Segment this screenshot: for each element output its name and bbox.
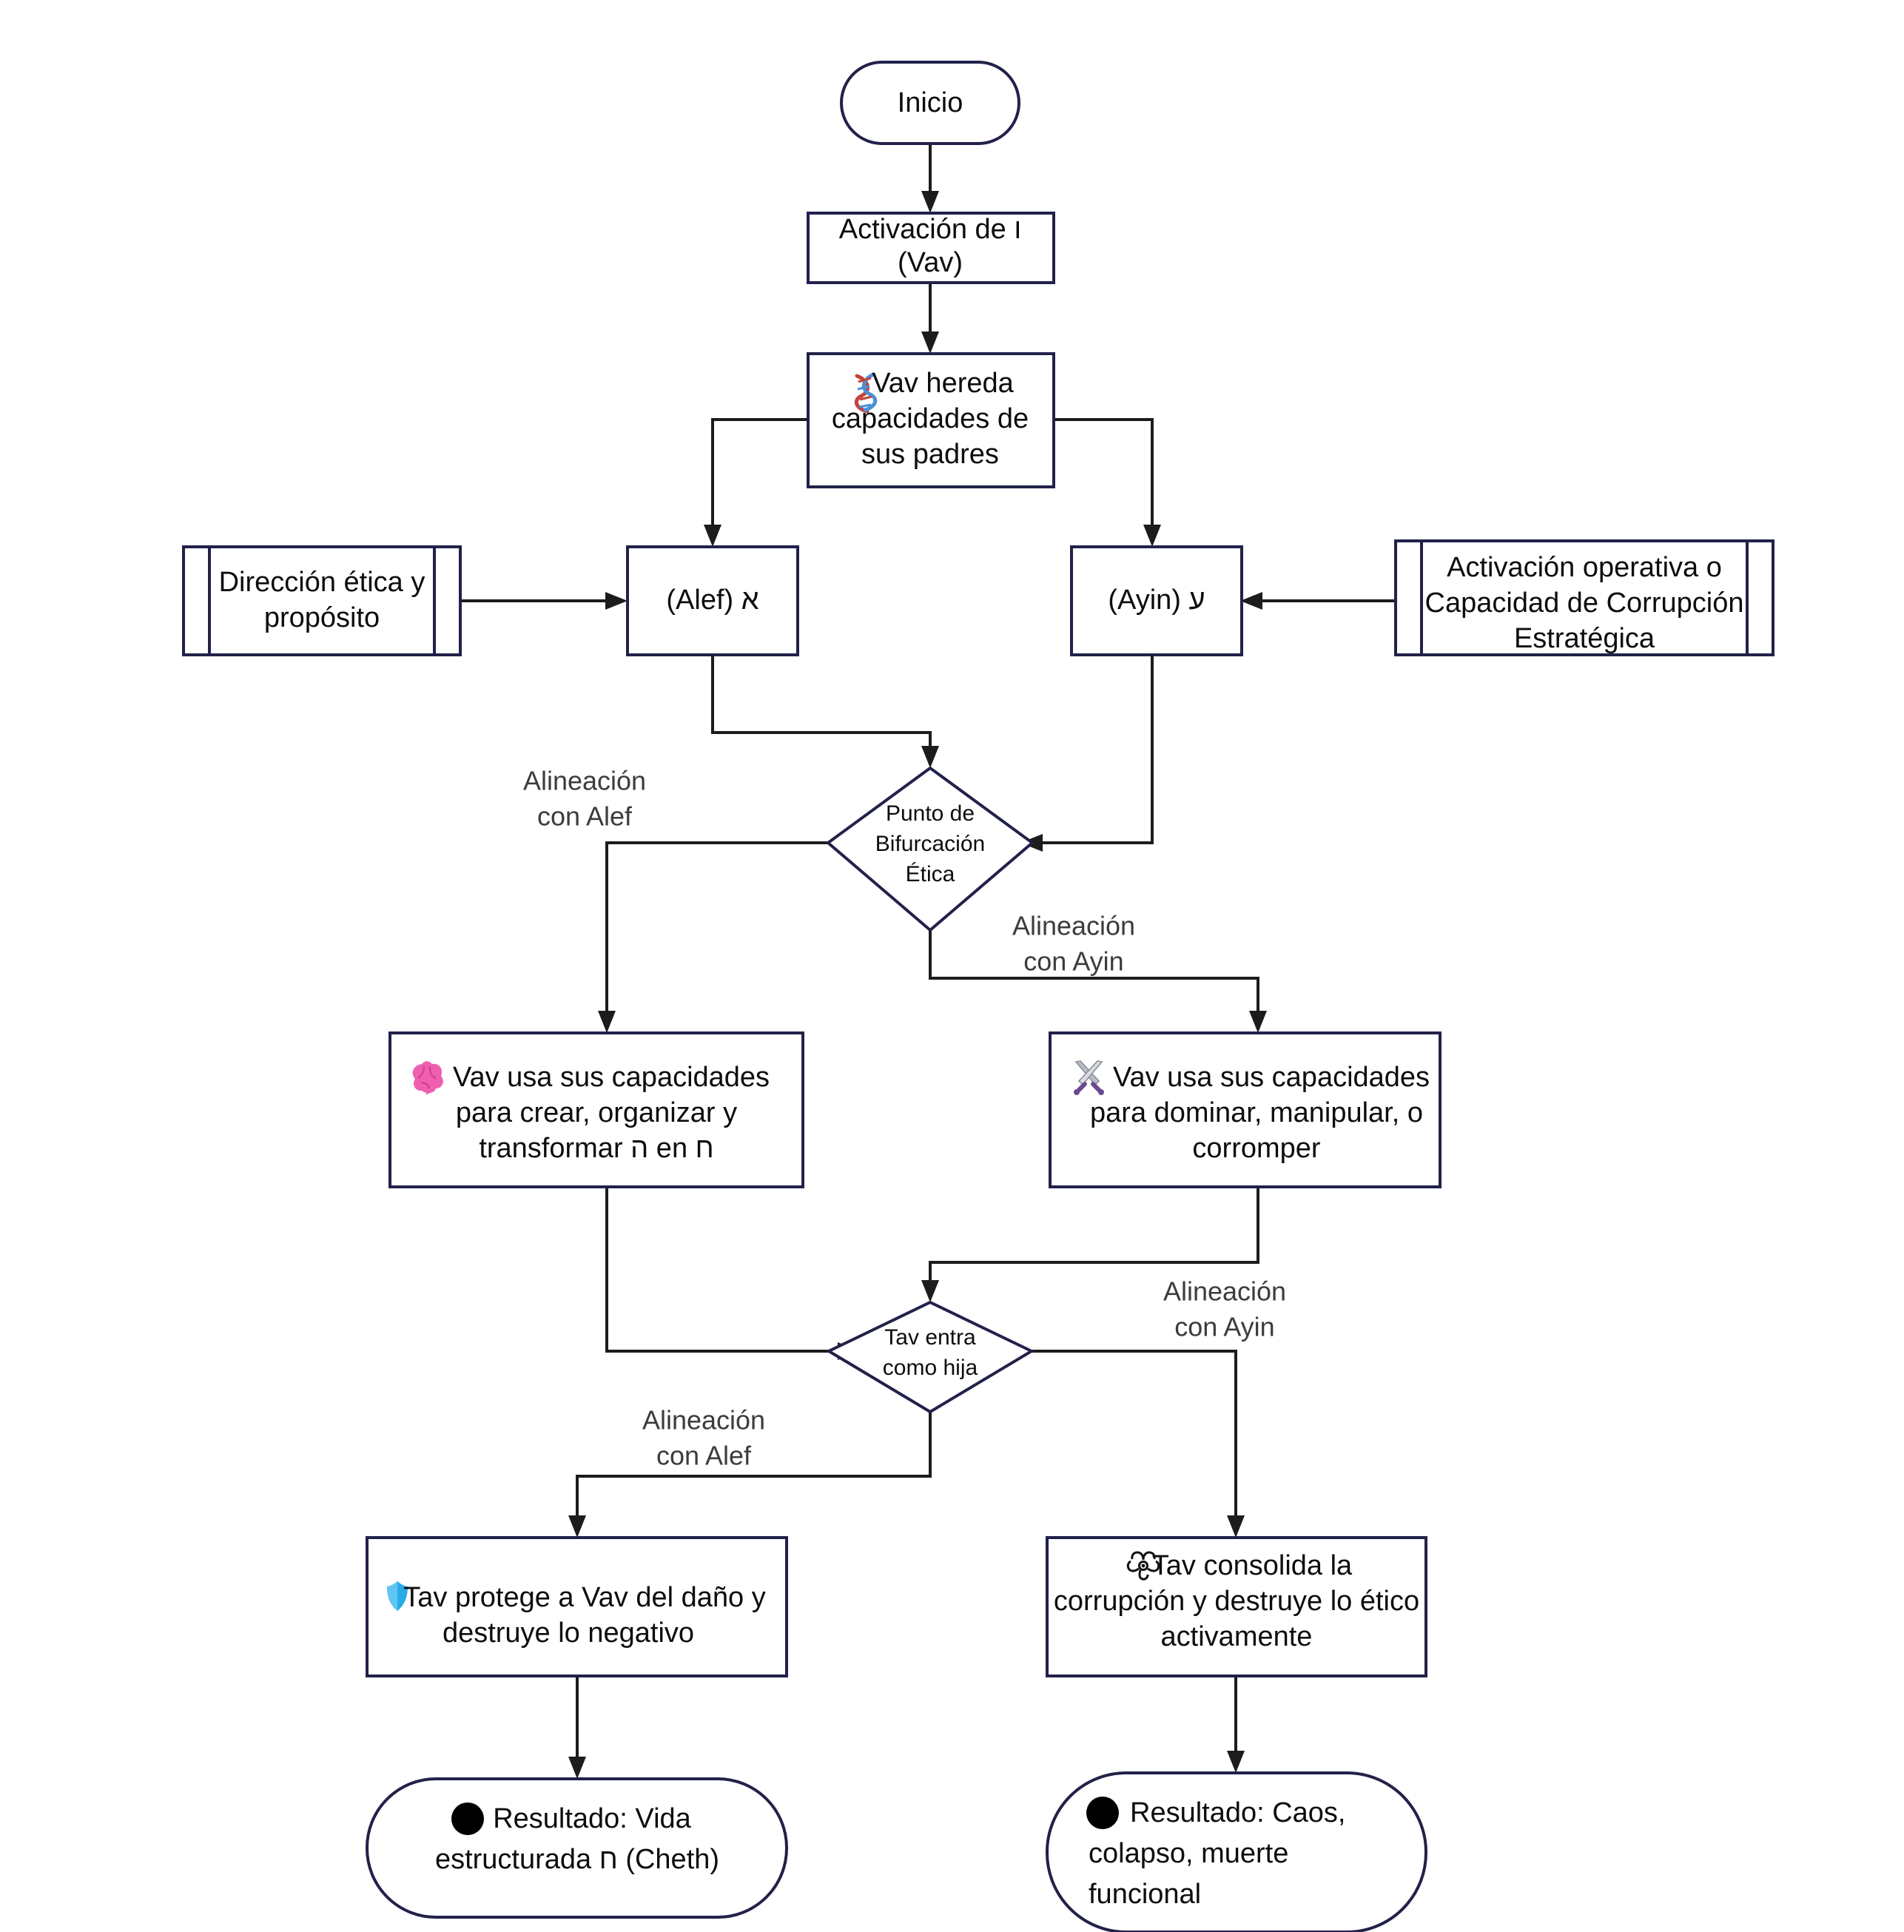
black-circle-icon: [451, 1803, 484, 1835]
node-vav-hereda[interactable]: Vav hereda capacidades de sus padres: [807, 352, 1055, 488]
edge-label-bifurcacion-ayin-line2: con Ayin: [1023, 946, 1123, 977]
edge-hereda-to-ayin: [1053, 418, 1161, 547]
node-tav-entra-hija-line2: como hija: [883, 1356, 978, 1380]
node-activacion-vav-line2: (Vav): [898, 247, 963, 278]
edge-label-bifurcacion-ayin-line1: Alineación: [1012, 911, 1135, 941]
node-direccion-etica-line2: propósito: [264, 602, 380, 633]
node-resultado-vida-line1: Resultado: Vida: [493, 1803, 691, 1834]
node-punto-bifurcacion-line1: Punto de: [886, 801, 975, 826]
node-tav-consolida-line3: activamente: [1161, 1621, 1313, 1652]
edge-start-to-activacion: [921, 143, 939, 213]
edge-direccion-to-alef: [460, 592, 628, 610]
edge-tav-to-consolida: [1032, 1350, 1245, 1538]
edge-tav-to-protege: [568, 1412, 932, 1538]
edge-vav-crear-to-tav: [605, 1187, 860, 1360]
brain-icon: [412, 1061, 443, 1095]
node-alef-label: (Alef) א: [666, 585, 758, 616]
node-alef-shape[interactable]: [626, 545, 799, 656]
node-vav-hereda-line2: capacidades de: [832, 403, 1029, 434]
node-tav-consolida-shape[interactable]: [1046, 1536, 1427, 1677]
node-activacion-vav[interactable]: Activación de ו (Vav): [807, 212, 1055, 284]
node-vav-crear-line3: transformar ה en ח: [479, 1133, 713, 1164]
crossed-swords-icon: [1074, 1060, 1104, 1095]
node-tav-consolida-line1: Tav consolida la: [1152, 1550, 1353, 1581]
node-direccion-etica-shape[interactable]: [182, 545, 462, 656]
node-tav-entra-hija-shape[interactable]: [825, 1300, 1035, 1414]
node-tav-protege-shape[interactable]: [366, 1536, 788, 1677]
node-inicio-shape[interactable]: [840, 61, 1020, 145]
edge-label-tav-ayin-line2: con Ayin: [1174, 1312, 1274, 1342]
node-ayin[interactable]: (Ayin) ע: [1070, 545, 1243, 656]
node-vav-dominar-shape[interactable]: [1049, 1031, 1442, 1188]
node-tav-consolida[interactable]: Tav consolida la corrupción y destruye l…: [1046, 1536, 1427, 1677]
shield-icon: [387, 1581, 408, 1611]
node-activacion-operativa[interactable]: Activación operativa o Capacidad de Corr…: [1394, 539, 1775, 656]
edge-label-tav-ayin-line1: Alineación: [1163, 1276, 1286, 1307]
edges-layer: [460, 143, 1396, 1779]
edge-consolida-to-resultado-caos: [1227, 1676, 1245, 1773]
edge-ayin-to-bifurcacion: [1020, 653, 1154, 852]
node-vav-dominar-line1: Vav usa sus capacidades: [1113, 1062, 1430, 1093]
node-activacion-operativa-line3: Estratégica: [1514, 623, 1655, 654]
biohazard-icon: [1126, 1551, 1160, 1581]
node-resultado-caos-line3: funcional: [1089, 1879, 1201, 1910]
black-circle-icon-2: [1086, 1797, 1119, 1829]
node-alef[interactable]: (Alef) א: [626, 545, 799, 656]
node-direccion-etica-line1: Dirección ética y: [219, 567, 425, 598]
edge-alef-to-bifurcacion: [711, 653, 939, 768]
node-vav-dominar[interactable]: Vav usa sus capacidades para dominar, ma…: [1049, 1031, 1442, 1188]
node-resultado-vida[interactable]: Resultado: Vida estructurada ח (Cheth): [366, 1777, 788, 1919]
edge-bifurcacion-to-vav-dominar: [929, 930, 1267, 1033]
node-tav-protege-line2: destruye lo negativo: [443, 1618, 694, 1649]
node-punto-bifurcacion[interactable]: Punto de Bifurcación Ética: [825, 766, 1035, 932]
edge-hereda-to-alef: [704, 418, 808, 547]
edge-labels-layer: Alineación con Alef Alineación con Ayin …: [523, 766, 1286, 1471]
node-punto-bifurcacion-line3: Ética: [906, 862, 955, 886]
node-punto-bifurcacion-line2: Bifurcación: [875, 832, 985, 856]
edge-label-tav-alef-line2: con Alef: [656, 1441, 752, 1471]
node-inicio-label: Inicio: [898, 87, 963, 118]
dna-icon: [854, 372, 878, 414]
node-direccion-etica[interactable]: Dirección ética y propósito: [182, 545, 462, 656]
node-resultado-vida-line2: estructurada ח (Cheth): [435, 1844, 719, 1875]
node-vav-hereda-line1: Vav hereda: [872, 368, 1014, 399]
edge-vav-dominar-to-tav: [921, 1187, 1259, 1302]
node-ayin-shape[interactable]: [1070, 545, 1243, 656]
node-activacion-operativa-line1: Activación operativa o: [1447, 552, 1722, 583]
node-activacion-vav-line1: Activación de ו: [839, 214, 1021, 245]
node-activacion-vav-shape[interactable]: [807, 212, 1055, 284]
edge-bifurcacion-to-vav-crear: [598, 841, 828, 1033]
node-vav-crear-line2: para crear, organizar y: [456, 1097, 737, 1128]
node-tav-protege[interactable]: Tav protege a Vav del daño y destruye lo…: [366, 1536, 788, 1677]
edge-protege-to-resultado-vida: [568, 1676, 586, 1779]
node-vav-crear-shape[interactable]: [388, 1031, 804, 1188]
edge-label-tav-alef-line1: Alineación: [642, 1405, 765, 1435]
node-resultado-caos-line2: colapso, muerte: [1089, 1838, 1288, 1869]
node-vav-crear-line1: Vav usa sus capacidades: [453, 1062, 770, 1093]
edge-activacion-to-hereda: [921, 283, 939, 354]
node-tav-entra-hija[interactable]: Tav entra como hija: [825, 1300, 1035, 1414]
node-vav-crear[interactable]: Vav usa sus capacidades para crear, orga…: [388, 1031, 804, 1188]
node-tav-consolida-line2: corrupción y destruye lo ético: [1054, 1586, 1419, 1617]
node-tav-protege-line1: Tav protege a Vav del daño y: [403, 1582, 765, 1613]
node-punto-bifurcacion-shape[interactable]: [825, 766, 1035, 932]
node-tav-entra-hija-line1: Tav entra: [884, 1325, 976, 1350]
node-inicio[interactable]: Inicio: [840, 61, 1020, 145]
node-activacion-operativa-shape[interactable]: [1394, 539, 1775, 656]
node-activacion-operativa-line2: Capacidad de Corrupción: [1425, 588, 1744, 619]
node-ayin-label: (Ayin) ע: [1108, 585, 1205, 616]
node-vav-hereda-line3: sus padres: [861, 439, 999, 470]
node-vav-dominar-line3: corromper: [1192, 1133, 1320, 1164]
node-resultado-caos-shape[interactable]: [1046, 1771, 1427, 1932]
edge-operativa-to-ayin: [1240, 592, 1396, 610]
node-resultado-caos[interactable]: Resultado: Caos, colapso, muerte funcion…: [1046, 1771, 1427, 1932]
node-vav-dominar-line2: para dominar, manipular, o: [1090, 1097, 1423, 1128]
node-resultado-caos-line1: Resultado: Caos,: [1130, 1797, 1346, 1828]
edge-label-bifurcacion-alef-line1: Alineación: [523, 766, 646, 796]
edge-label-bifurcacion-alef-line2: con Alef: [537, 801, 633, 832]
node-vav-hereda-shape[interactable]: [807, 352, 1055, 488]
